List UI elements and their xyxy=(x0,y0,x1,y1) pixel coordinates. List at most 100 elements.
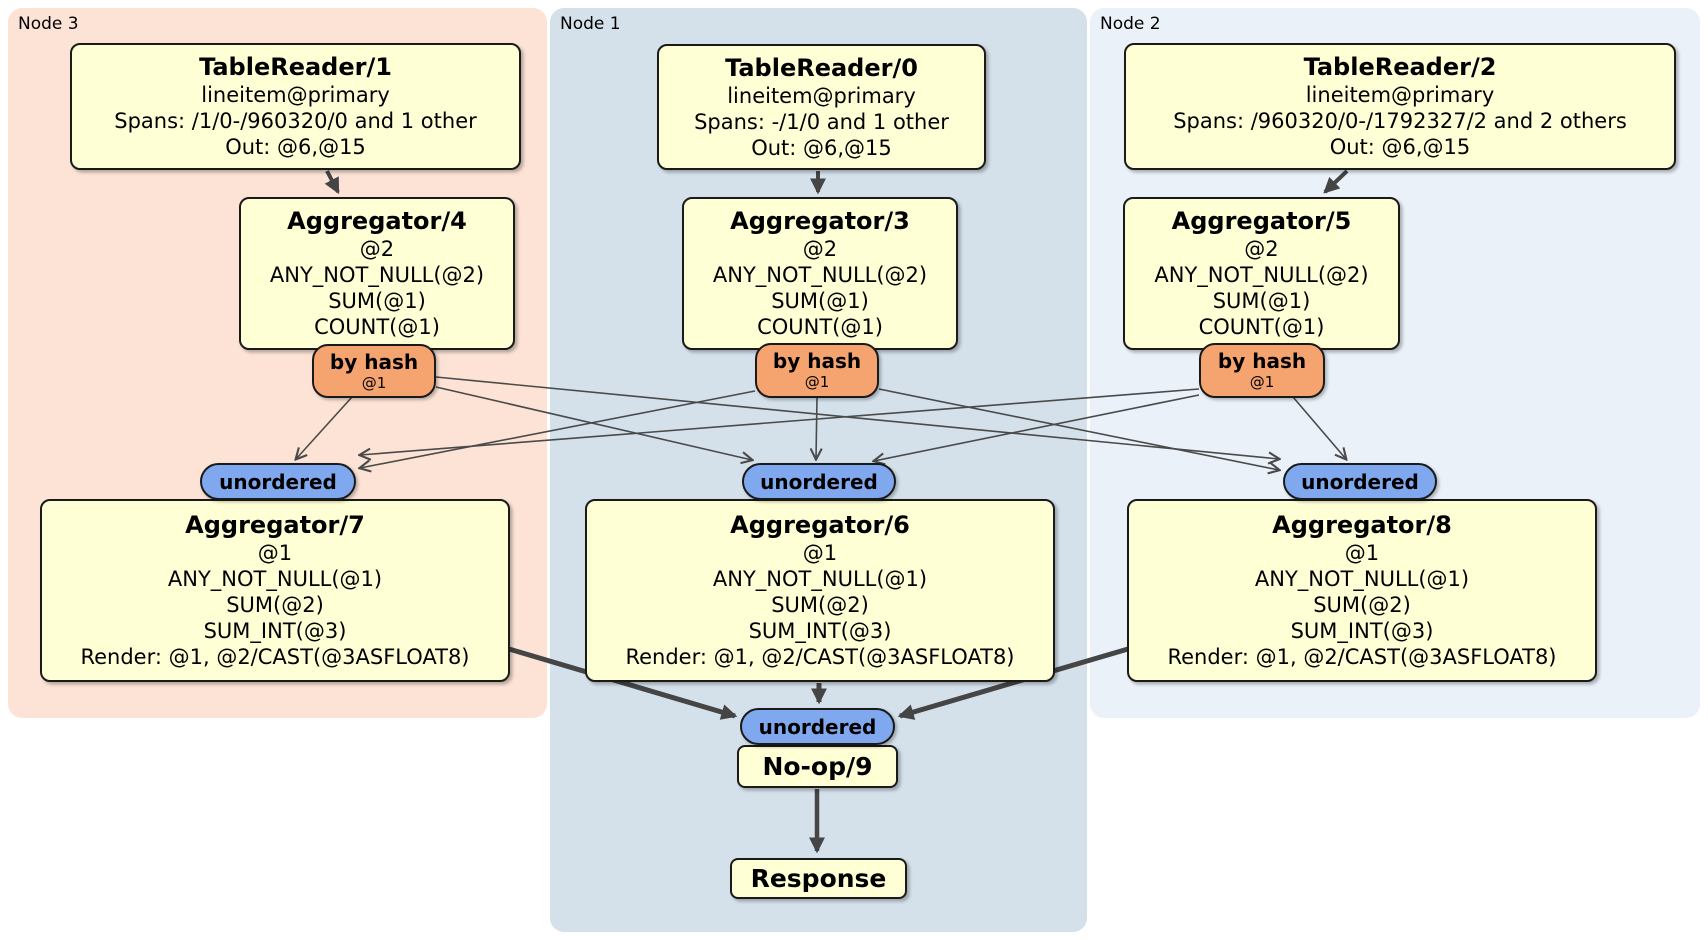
edge-byhash3-unordered8 xyxy=(878,388,1279,470)
box-line: Out: @6,@15 xyxy=(751,135,892,160)
box-line: Render: @1, @2/CAST(@3ASFLOAT8) xyxy=(80,645,470,669)
badge-title: by hash xyxy=(772,349,862,373)
box-line: SUM_INT(@3) xyxy=(203,619,347,643)
box-line: ANY_NOT_NULL(@1) xyxy=(167,567,383,591)
box-line: SUM(@1) xyxy=(328,289,426,313)
edge-byhash4-unordered7 xyxy=(296,396,353,459)
box-line: @2 xyxy=(359,237,395,261)
box-line: SUM(@2) xyxy=(771,593,869,617)
edge-byhash3-unordered6 xyxy=(816,396,817,459)
box-title: Aggregator/4 xyxy=(287,207,467,235)
box-title: Response xyxy=(750,863,887,893)
box-noop-9: No-op/9 xyxy=(737,745,898,788)
box-title: Aggregator/8 xyxy=(1272,511,1452,539)
box-line: @1 xyxy=(1344,541,1380,565)
badge-byhash-node2: by hash @1 xyxy=(1199,343,1325,398)
edge-byhash5-unordered8 xyxy=(1292,396,1346,459)
edge-byhash4-unordered6 xyxy=(435,386,752,460)
box-title: Aggregator/5 xyxy=(1171,207,1352,235)
box-line: ANY_NOT_NULL(@2) xyxy=(1154,263,1369,287)
badge-title: by hash xyxy=(329,349,419,374)
box-line: SUM_INT(@3) xyxy=(1290,619,1434,643)
box-line: SUM(@2) xyxy=(1313,593,1411,617)
badge-unordered-node1: unordered xyxy=(742,463,896,500)
box-line: Spans: /960320/0-/1792327/2 and 2 others xyxy=(1173,109,1627,133)
box-line: @1 xyxy=(257,541,293,565)
badge-byhash-node1: by hash @1 xyxy=(755,343,879,398)
box-line: lineitem@primary xyxy=(727,83,916,108)
box-line: SUM(@2) xyxy=(226,593,324,617)
box-title: Aggregator/7 xyxy=(185,511,365,539)
edge-agg8-unordered-final xyxy=(897,646,1129,720)
box-title: TableReader/1 xyxy=(199,53,392,81)
box-title: No-op/9 xyxy=(762,751,873,781)
badge-unordered-node2: unordered xyxy=(1283,463,1437,500)
box-line: Render: @1, @2/CAST(@3ASFLOAT8) xyxy=(625,645,1015,669)
box-line: lineitem@primary xyxy=(1305,83,1495,107)
box-line: SUM(@1) xyxy=(771,289,869,313)
box-line: Spans: -/1/0 and 1 other xyxy=(694,109,949,134)
node1-label: Node 1 xyxy=(560,14,621,34)
badge-unordered-final: unordered xyxy=(740,708,895,745)
badge-unordered-node3: unordered xyxy=(200,463,356,500)
box-line: COUNT(@1) xyxy=(314,315,440,339)
box-line: COUNT(@1) xyxy=(1198,315,1325,339)
edge-tr1-agg4 xyxy=(324,170,340,195)
edge-byhash5-unordered7 xyxy=(360,388,1200,455)
box-line: ANY_NOT_NULL(@2) xyxy=(712,263,928,287)
box-line: SUM_INT(@3) xyxy=(748,619,892,643)
badge-title: unordered xyxy=(219,469,337,494)
box-line: ANY_NOT_NULL(@1) xyxy=(1254,567,1470,591)
edge-byhash3-unordered7 xyxy=(360,390,756,468)
box-line: SUM(@1) xyxy=(1212,289,1311,313)
badge-title: unordered xyxy=(1301,469,1419,494)
box-response: Response xyxy=(730,858,907,899)
box-line: ANY_NOT_NULL(@1) xyxy=(712,567,928,591)
badge-title: unordered xyxy=(760,469,878,494)
box-line: Spans: /1/0-/960320/0 and 1 other xyxy=(114,109,477,133)
box-line: COUNT(@1) xyxy=(757,315,883,339)
box-line: @1 xyxy=(802,541,838,565)
node2-label: Node 2 xyxy=(1100,14,1161,34)
box-title: TableReader/2 xyxy=(1303,53,1497,81)
box-line: Out: @6,@15 xyxy=(1329,135,1471,159)
badge-title: unordered xyxy=(758,714,877,739)
badge-title: by hash xyxy=(1217,349,1307,373)
node3-label: Node 3 xyxy=(18,14,79,34)
edge-byhash4-unordered8 xyxy=(435,376,1279,459)
badge-byhash-node3: by hash @1 xyxy=(312,344,436,398)
box-line: Out: @6,@15 xyxy=(225,135,366,159)
box-title: TableReader/0 xyxy=(725,53,918,82)
box-line: @2 xyxy=(802,237,838,261)
badge-subtitle: @1 xyxy=(361,373,387,392)
badge-subtitle: @1 xyxy=(1249,373,1275,391)
box-title: Aggregator/3 xyxy=(730,207,910,235)
box-line: lineitem@primary xyxy=(201,83,390,107)
edge-agg7-unordered-final xyxy=(508,646,738,720)
box-line: @2 xyxy=(1244,237,1279,261)
box-line: Render: @1, @2/CAST(@3ASFLOAT8) xyxy=(1167,645,1557,669)
edge-byhash5-unordered6 xyxy=(874,394,1200,461)
badge-subtitle: @1 xyxy=(804,373,830,391)
edge-tr2-agg5 xyxy=(1323,169,1349,194)
